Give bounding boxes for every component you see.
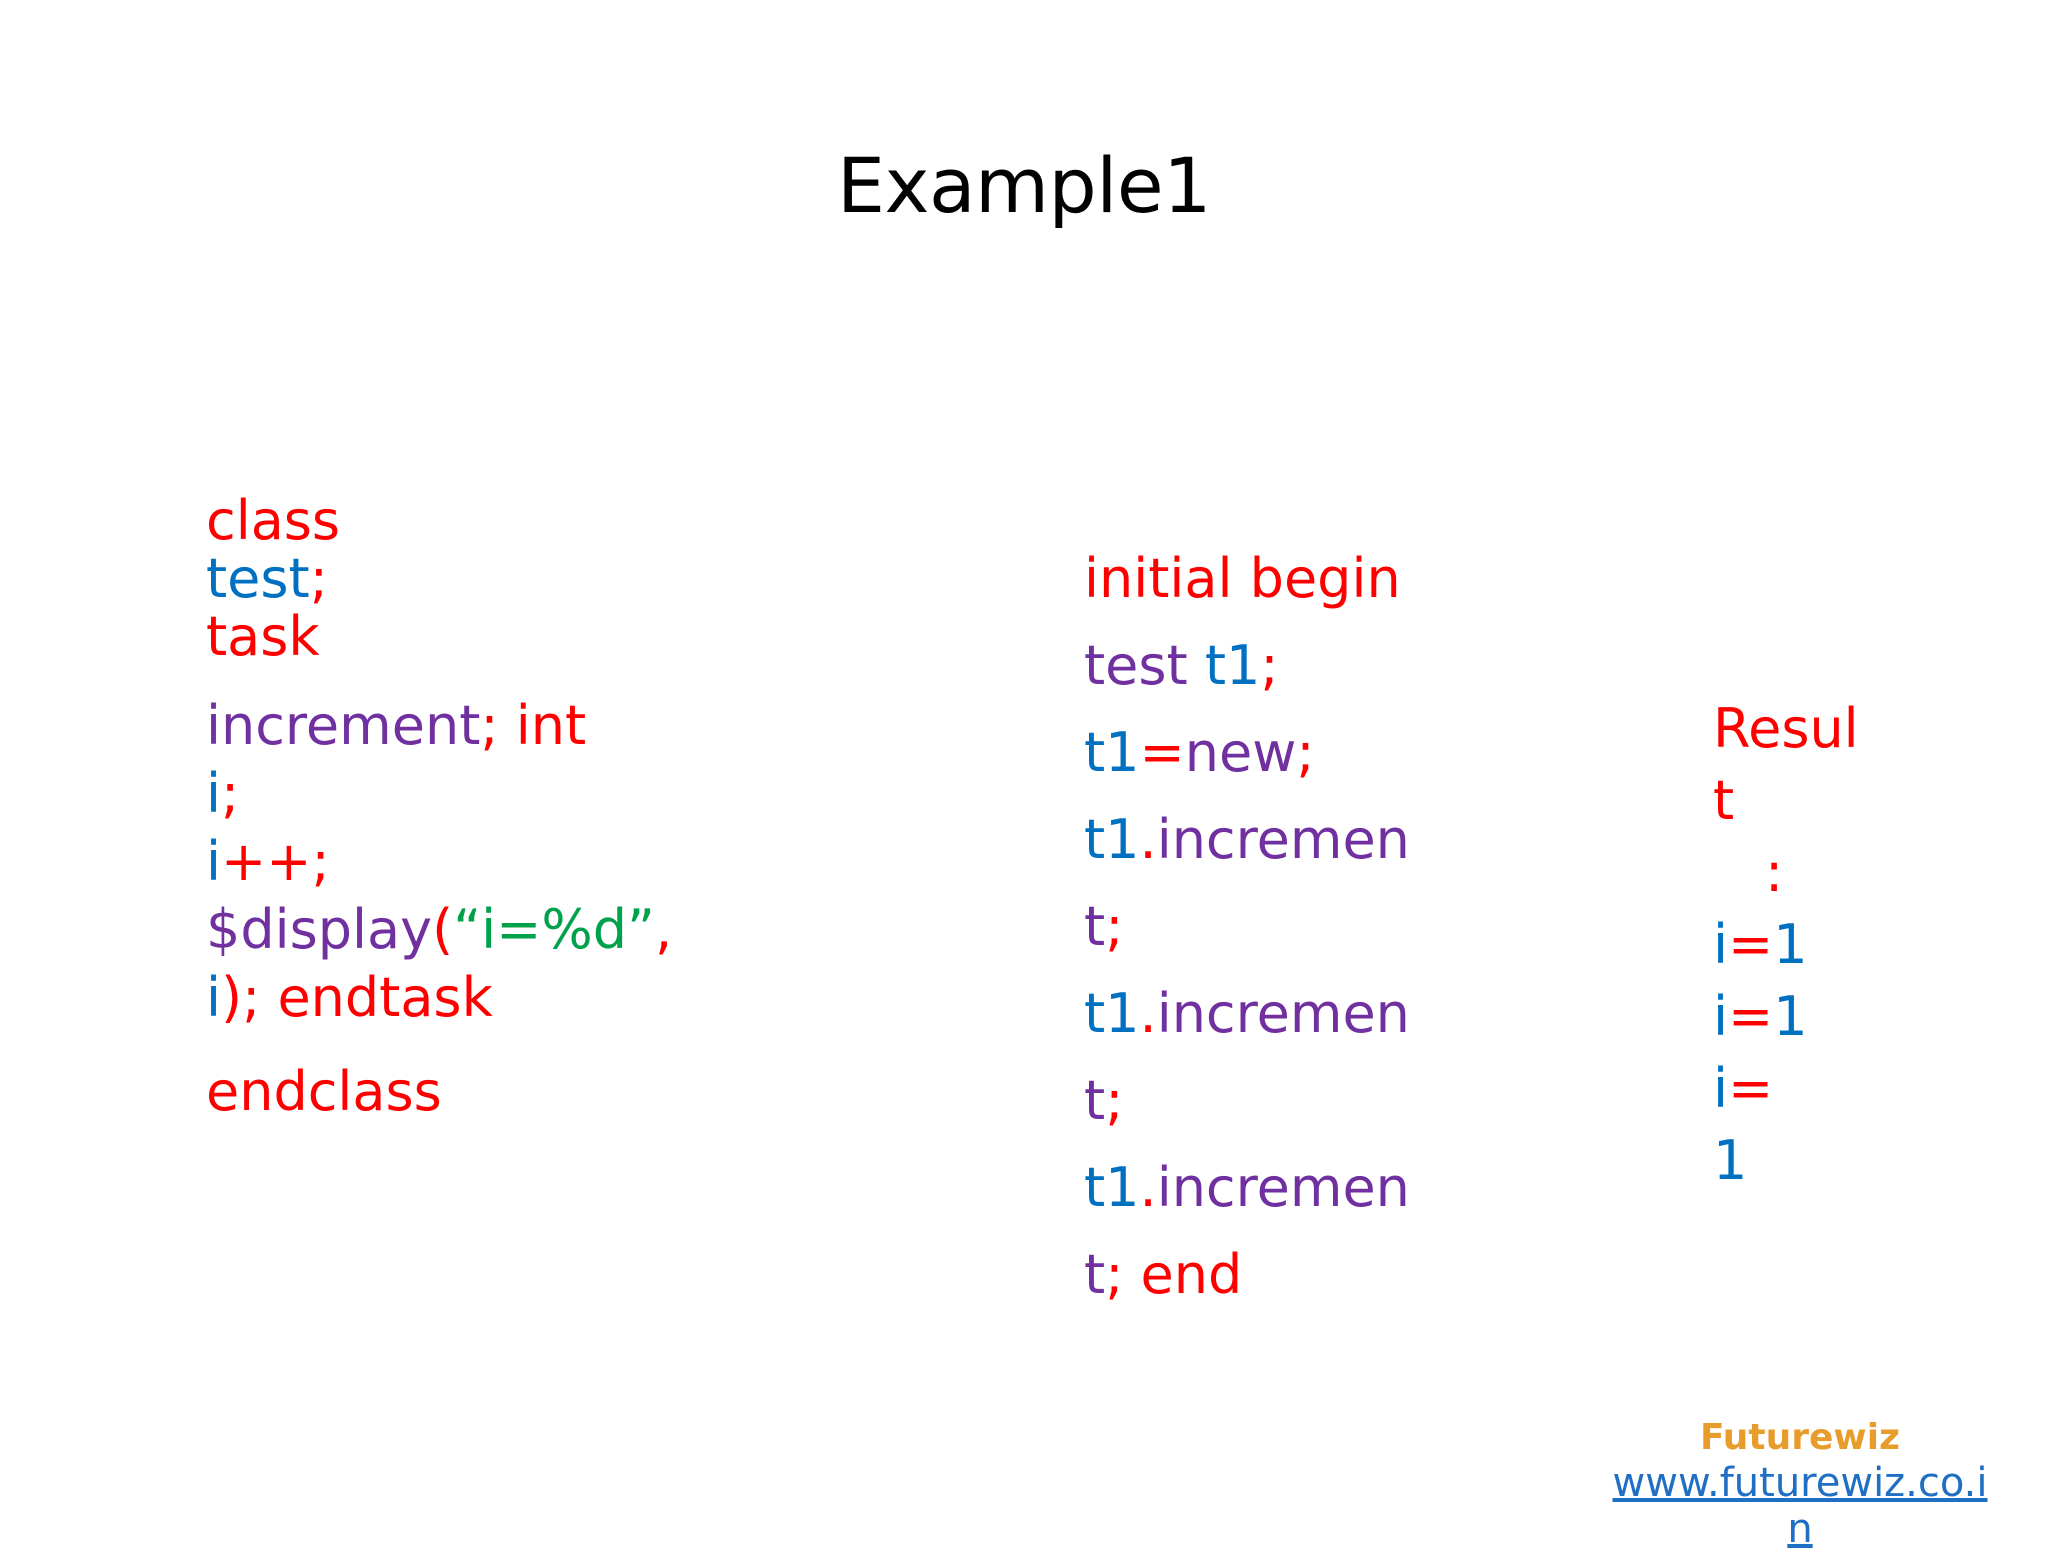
code-token-keyword: . bbox=[1139, 982, 1157, 1045]
code-line-mid-1: test t1; bbox=[1084, 622, 1554, 709]
code-token-method: test bbox=[1084, 634, 1205, 697]
code-token-method: incremen bbox=[1156, 982, 1410, 1045]
code-line-left-3: increment; int bbox=[206, 692, 766, 760]
code-token-method: t bbox=[1084, 1069, 1106, 1132]
code-token-keyword: ; bbox=[480, 694, 516, 757]
code-token-method: t bbox=[1084, 1243, 1106, 1306]
code-token-identifier: i bbox=[206, 762, 222, 825]
code-token-keyword: , bbox=[654, 898, 673, 961]
code-line-mid-2: t1=new; bbox=[1084, 709, 1554, 796]
code-token-identifier: i bbox=[1713, 1057, 1729, 1120]
code-line-left-2: task bbox=[206, 608, 766, 666]
code-token-method: $display bbox=[206, 898, 433, 961]
code-token-keyword: = bbox=[1139, 721, 1185, 784]
code-line-left-6: $display(“i=%d”, bbox=[206, 896, 766, 964]
code-line-left-5: i++; bbox=[206, 828, 766, 896]
code-line-mid-5: t1.incremen bbox=[1084, 970, 1554, 1057]
code-token-keyword: ++; bbox=[221, 830, 330, 893]
code-token-keyword: ; bbox=[1105, 1243, 1141, 1306]
code-token-keyword: . bbox=[1139, 1156, 1157, 1219]
result-line-3: 1 bbox=[1713, 1125, 2013, 1197]
code-token-identifier: t1 bbox=[1084, 1156, 1140, 1219]
code-token-keyword: ); endtask bbox=[221, 966, 493, 1029]
code-token-keyword: endclass bbox=[206, 1060, 442, 1123]
code-token-identifier: t1 bbox=[1084, 982, 1140, 1045]
code-token-string: “i=%d” bbox=[453, 898, 655, 961]
result-line-2: i= bbox=[1713, 1053, 2013, 1125]
code-line-mid-3: t1.incremen bbox=[1084, 796, 1554, 883]
code-token-keyword: = bbox=[1728, 913, 1774, 976]
code-token-keyword: task bbox=[206, 605, 320, 668]
result-heading-text: Resul bbox=[1713, 697, 1859, 760]
code-token-identifier: test bbox=[206, 547, 310, 610]
result-colon-text: : bbox=[1765, 841, 1784, 904]
result-line-1: i=1 bbox=[1713, 981, 2013, 1053]
code-token-method: incremen bbox=[1156, 1156, 1410, 1219]
code-token-identifier: 1 bbox=[1773, 913, 1808, 976]
code-token-identifier: i bbox=[1713, 985, 1729, 1048]
code-token-method: t bbox=[1084, 895, 1106, 958]
code-token-keyword: = bbox=[1728, 1057, 1774, 1120]
result-colon: : bbox=[1713, 837, 2013, 909]
code-token-keyword: ; bbox=[1105, 895, 1124, 958]
code-line-left-1: test; bbox=[206, 550, 766, 608]
code-line-mid-7: t1.incremen bbox=[1084, 1144, 1554, 1231]
code-token-identifier: t1 bbox=[1084, 721, 1140, 784]
code-line-mid-4: t; bbox=[1084, 883, 1554, 970]
code-blank-line bbox=[206, 666, 766, 692]
code-token-keyword: ; bbox=[1260, 634, 1279, 697]
code-token-keyword: ; bbox=[1296, 721, 1315, 784]
brand-website-link[interactable]: www.futurewiz.co.in bbox=[1612, 1460, 1988, 1552]
code-token-keyword: = bbox=[1728, 985, 1774, 1048]
code-token-identifier: i bbox=[206, 966, 222, 1029]
footer-branding: Futurewiz www.futurewiz.co.in bbox=[1600, 1416, 2000, 1552]
code-token-keyword: ; bbox=[1105, 1069, 1124, 1132]
code-line-mid-0: initial begin bbox=[1084, 535, 1554, 622]
code-token-keyword: ; bbox=[309, 547, 328, 610]
result-line-0: i=1 bbox=[1713, 909, 2013, 981]
code-token-keyword: initial begin bbox=[1084, 547, 1401, 610]
code-token-identifier: 1 bbox=[1713, 1129, 1748, 1192]
code-line-left-8: endclass bbox=[206, 1058, 766, 1126]
result-heading-line-1: t bbox=[1713, 765, 2013, 837]
code-token-keyword: end bbox=[1140, 1243, 1243, 1306]
code-line-mid-8: t; end bbox=[1084, 1231, 1554, 1318]
code-token-keyword: int bbox=[515, 694, 587, 757]
result-heading-line-0: Resul bbox=[1713, 693, 2013, 765]
code-line-left-7: i); endtask bbox=[206, 964, 766, 1032]
code-token-identifier: i bbox=[206, 830, 222, 893]
code-token-keyword: class bbox=[206, 489, 341, 552]
brand-name: Futurewiz bbox=[1700, 1417, 1900, 1458]
code-line-left-0: class bbox=[206, 492, 766, 550]
code-token-keyword: . bbox=[1139, 808, 1157, 871]
code-token-method: increment bbox=[206, 694, 481, 757]
code-token-method: incremen bbox=[1156, 808, 1410, 871]
code-line-left-4: i; bbox=[206, 760, 766, 828]
code-token-keyword: ; bbox=[221, 762, 240, 825]
code-token-keyword: ( bbox=[432, 898, 454, 961]
code-token-identifier: i bbox=[1713, 913, 1729, 976]
code-token-identifier: t1 bbox=[1204, 634, 1261, 697]
page-title: Example1 bbox=[836, 141, 1212, 230]
code-line-mid-6: t; bbox=[1084, 1057, 1554, 1144]
code-token-identifier: t1 bbox=[1084, 808, 1140, 871]
code-token-identifier: 1 bbox=[1773, 985, 1808, 1048]
result-heading-text: t bbox=[1713, 769, 1735, 832]
code-token-method: new bbox=[1184, 721, 1297, 784]
code-blank-line bbox=[206, 1032, 766, 1058]
